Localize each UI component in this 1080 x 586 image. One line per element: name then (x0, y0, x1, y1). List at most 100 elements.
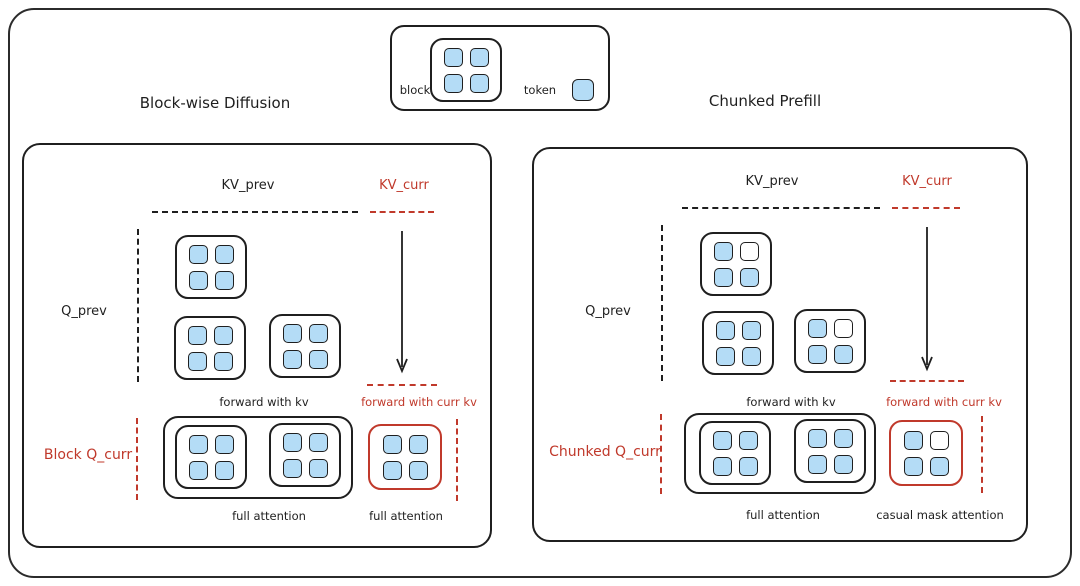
legend-token-label: token (523, 83, 557, 97)
legend-box: block token (390, 25, 610, 111)
current-token-block (889, 420, 963, 486)
kv-curr-dashed-line (892, 207, 960, 209)
token-filled (308, 349, 328, 369)
token-filled (382, 460, 402, 480)
token-block (269, 423, 341, 487)
token-filled (713, 241, 733, 261)
token-filled (715, 346, 735, 366)
token-filled (188, 460, 208, 480)
token-filled (408, 460, 428, 480)
token-filled (738, 456, 758, 476)
token-filled (282, 323, 302, 343)
token-filled (712, 456, 732, 476)
legend-block-icon (430, 38, 502, 102)
q-prev-label: Q_prev (585, 304, 631, 319)
q-curr-left-dashed-line (136, 418, 138, 500)
q-curr-label: Chunked Q_curr (549, 444, 661, 460)
attention-type-label: full attention (232, 509, 306, 523)
token-filled (741, 346, 761, 366)
token-filled (214, 434, 234, 454)
token-filled (738, 430, 758, 450)
right-section-title: Chunked Prefill (708, 92, 822, 110)
kv-prev-dashed-line (152, 211, 358, 213)
token-empty (739, 241, 759, 261)
token-filled (833, 454, 853, 474)
chunked-prefill-panel: KV_prev KV_curr Q_prev forward with kv f… (532, 147, 1028, 542)
token-filled (715, 320, 735, 340)
token-block (794, 419, 866, 483)
kv-curr-label: KV_curr (379, 178, 429, 193)
token-filled (214, 244, 234, 264)
token-filled (739, 267, 759, 287)
token-filled (903, 456, 923, 476)
token-filled (282, 432, 302, 452)
token-filled (713, 267, 733, 287)
kv-prev-label: KV_prev (221, 178, 275, 193)
curr-kv-landing-dashed-line (367, 384, 437, 386)
token-empty (833, 318, 853, 338)
token-filled (469, 47, 489, 67)
attention-type-label: full attention (746, 508, 820, 522)
token-filled (807, 318, 827, 338)
token-filled (187, 325, 207, 345)
token-block (700, 232, 772, 296)
token-filled (443, 73, 463, 93)
token-filled (833, 344, 853, 364)
token-block (175, 425, 247, 489)
token-filled (308, 458, 328, 478)
token-filled (712, 430, 732, 450)
token-filled (214, 270, 234, 290)
attention-type-label: casual mask attention (876, 508, 1004, 522)
current-token-block (368, 424, 442, 490)
q-curr-right-dashed-line (456, 419, 458, 501)
token-filled (903, 430, 923, 450)
legend-token-icon (572, 79, 594, 101)
token-filled (188, 270, 208, 290)
kv-curr-dashed-line (370, 211, 434, 213)
q-prev-label: Q_prev (61, 304, 107, 319)
token-filled (214, 460, 234, 480)
token-filled (213, 351, 233, 371)
forward-with-kv-label: forward with kv (746, 395, 836, 409)
token-block (175, 235, 247, 299)
forward-with-curr-kv-label: forward with curr kv (886, 395, 1002, 409)
token-filled (807, 428, 827, 448)
token-filled (807, 344, 827, 364)
token-filled (188, 244, 208, 264)
q-prev-dashed-line (137, 229, 139, 382)
token-filled (807, 454, 827, 474)
blockwise-diffusion-panel: KV_prev KV_curr Q_prev forward with kv f… (22, 143, 492, 548)
token-block (174, 316, 246, 380)
token-block (702, 311, 774, 375)
q-curr-right-dashed-line (981, 416, 983, 493)
token-filled (469, 73, 489, 93)
token-block (269, 314, 341, 378)
token-filled (282, 458, 302, 478)
token-filled (833, 428, 853, 448)
forward-with-kv-label: forward with kv (219, 395, 309, 409)
token-filled (308, 323, 328, 343)
token-filled (188, 434, 208, 454)
token-filled (213, 325, 233, 345)
kv-curr-label: KV_curr (902, 174, 952, 189)
token-block (699, 421, 771, 485)
kv-prev-dashed-line (682, 207, 880, 209)
q-curr-label: Block Q_curr (43, 447, 133, 463)
token-filled (308, 432, 328, 452)
legend-block-label: block (399, 83, 431, 97)
token-filled (408, 434, 428, 454)
curr-kv-landing-dashed-line (890, 380, 964, 382)
token-filled (443, 47, 463, 67)
forward-with-curr-kv-label: forward with curr kv (361, 395, 477, 409)
q-prev-dashed-line (661, 225, 663, 381)
token-filled (382, 434, 402, 454)
token-filled (929, 456, 949, 476)
down-arrow-icon (921, 227, 933, 372)
down-arrow-icon (396, 231, 408, 374)
left-section-title: Block-wise Diffusion (139, 94, 291, 112)
token-filled (282, 349, 302, 369)
q-curr-left-dashed-line (660, 414, 662, 494)
token-filled (187, 351, 207, 371)
token-empty (929, 430, 949, 450)
attention-type-label: full attention (369, 509, 443, 523)
